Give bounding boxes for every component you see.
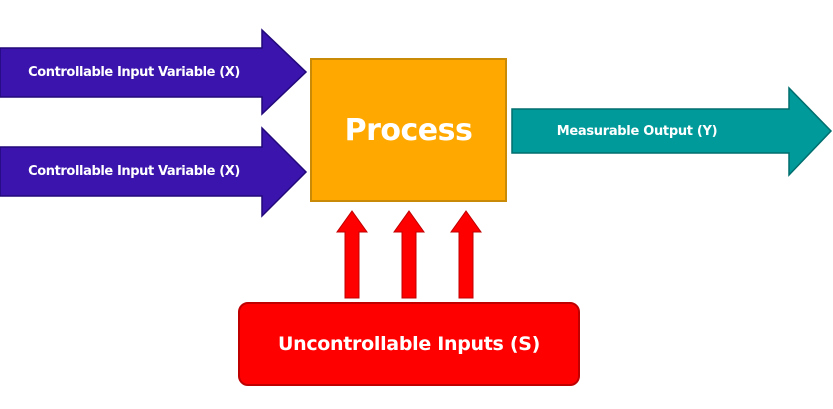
process-label: Process bbox=[344, 112, 473, 148]
uncontrollable-input-arrows bbox=[336, 210, 482, 299]
uncontrollable-inputs-label: Uncontrollable Inputs (S) bbox=[277, 333, 541, 355]
uncontrollable-arrow-1 bbox=[336, 210, 368, 299]
controllable-input-label-2: Controllable Input Variable (X) bbox=[28, 164, 240, 179]
uncontrollable-inputs-box: Uncontrollable Inputs (S) bbox=[238, 302, 580, 386]
uncontrollable-arrow-2 bbox=[393, 210, 425, 299]
uncontrollable-arrow-3 bbox=[450, 210, 482, 299]
controllable-input-arrow-2 bbox=[0, 126, 308, 218]
measurable-output-arrow bbox=[511, 86, 833, 177]
process-box: Process bbox=[310, 58, 507, 202]
controllable-input-label-1: Controllable Input Variable (X) bbox=[28, 65, 240, 80]
controllable-input-arrow-1 bbox=[0, 28, 308, 116]
measurable-output-label: Measurable Output (Y) bbox=[556, 124, 718, 139]
